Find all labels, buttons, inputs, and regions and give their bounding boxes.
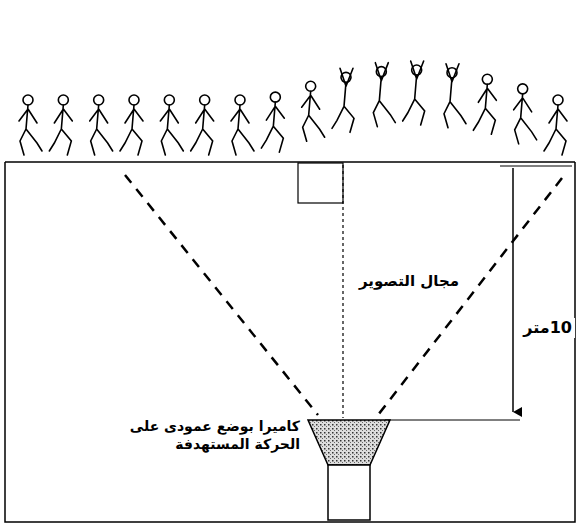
athlete-figure: [514, 94, 537, 144]
field-boundary: [378, 178, 562, 415]
athlete-head: [164, 95, 174, 105]
field-label: مجال التصوير: [356, 272, 462, 291]
dimension-label: 10متر: [520, 318, 575, 338]
athlete-head: [94, 95, 104, 105]
athlete-figure: [473, 84, 496, 134]
athlete-figure: [191, 105, 214, 155]
athlete-head: [58, 95, 68, 105]
athlete-head: [518, 84, 528, 94]
camera-body: [308, 420, 390, 465]
camera-stand: [328, 465, 370, 520]
field-boundary: [125, 175, 318, 415]
athlete-head: [129, 95, 139, 105]
athlete-figure: [403, 61, 425, 125]
athlete-head: [482, 74, 492, 84]
athlete-figure: [90, 105, 113, 155]
athlete-head: [200, 95, 210, 105]
frame: [5, 162, 575, 522]
optical-axis: [342, 165, 343, 418]
camera-label: كاميرا بوضع عمودى على الحركة المستهدفة: [100, 418, 300, 453]
athlete-figure: [231, 105, 254, 155]
dimension-tick: [500, 166, 572, 167]
athlete-head: [235, 95, 245, 105]
athlete-figure: [544, 105, 567, 155]
runway-line: [5, 161, 575, 163]
athlete-figure: [373, 63, 395, 127]
dimension-tick: [385, 420, 520, 421]
athlete-head: [447, 68, 457, 78]
athlete-figure: [444, 64, 466, 128]
dimension-arrow: [512, 168, 514, 412]
athlete-head: [23, 95, 33, 105]
athlete-figure: [120, 105, 143, 155]
athlete-head: [341, 72, 351, 82]
take-off-board: [298, 163, 343, 203]
athlete-figure: [261, 102, 284, 152]
athlete-figure: [19, 105, 42, 155]
athlete-figure: [302, 91, 325, 141]
athlete-figure: [49, 105, 72, 155]
athlete-sequence: [19, 61, 567, 155]
athlete-head: [376, 67, 386, 77]
athlete-figure: [160, 105, 183, 155]
athlete-head: [270, 92, 280, 102]
athlete-head: [306, 81, 316, 91]
athlete-head: [553, 95, 563, 105]
athlete-figure: [332, 68, 354, 132]
athlete-head: [412, 65, 422, 75]
